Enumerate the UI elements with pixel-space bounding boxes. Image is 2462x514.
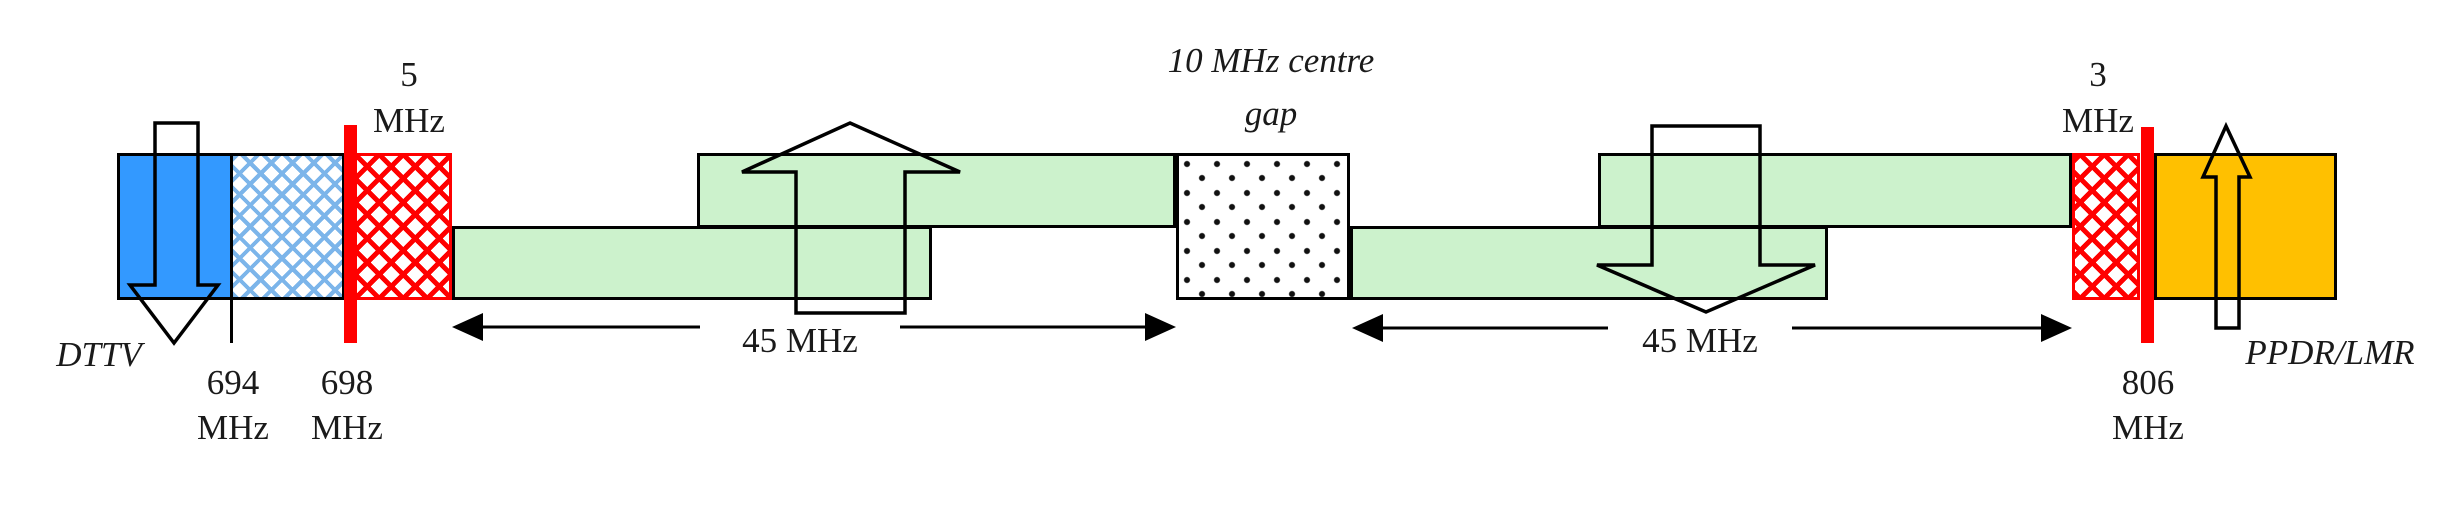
freq-806-label-line2: MHz [2112,408,2184,447]
left-45mhz-upper-band [697,153,1176,228]
freq-694-label: 694 MHz [143,360,323,450]
span-right-45mhz-label: 45 MHz [1642,321,1758,360]
ppdr-lmr-band-block [2154,153,2337,300]
freq-698-label-line1: 698 [320,363,374,402]
left-45mhz-lower-band [452,226,932,300]
guard-5mhz-label-line1: 5 [400,55,418,94]
freq-694-label-line1: 694 [206,363,260,402]
centre-gap-label-line2: gap [1244,94,1298,133]
centre-gap-block [1176,153,1350,300]
centre-gap-label: 10 MHz centre gap [1101,34,1441,140]
ppdr-lmr-label: PPDR/LMR [2245,333,2415,372]
right-45mhz-upper-band [1598,153,2072,228]
span-left-45mhz-label: 45 MHz [742,321,858,360]
dttv-band-block [117,153,233,300]
guard-3mhz-label-line2: MHz [2062,101,2134,140]
freq-698-label-line2: MHz [311,408,383,447]
freq-698-label: 698 MHz [257,360,437,450]
right-45mhz-lower-band [1350,226,1828,300]
guard-3mhz-hatch-block [2072,153,2140,300]
freq-694-marker-line [230,153,233,343]
guard-5mhz-label: 5 MHz [319,52,499,144]
dttv-label: DTTV [56,335,142,374]
freq-698-red-marker-line [344,125,357,343]
guard-3mhz-label: 3 MHz [2008,52,2188,144]
dttv-guard-hatch-block [233,153,345,300]
guard-5mhz-label-line2: MHz [373,101,445,140]
freq-694-label-line2: MHz [197,408,269,447]
freq-806-label-line1: 806 [2121,363,2175,402]
freq-806-label: 806 MHz [2058,360,2238,450]
freq-806-red-marker-line [2141,127,2154,343]
centre-gap-label-line1: 10 MHz centre [1167,41,1375,80]
guard-5mhz-hatch-block [347,153,452,300]
guard-3mhz-label-line1: 3 [2089,55,2107,94]
